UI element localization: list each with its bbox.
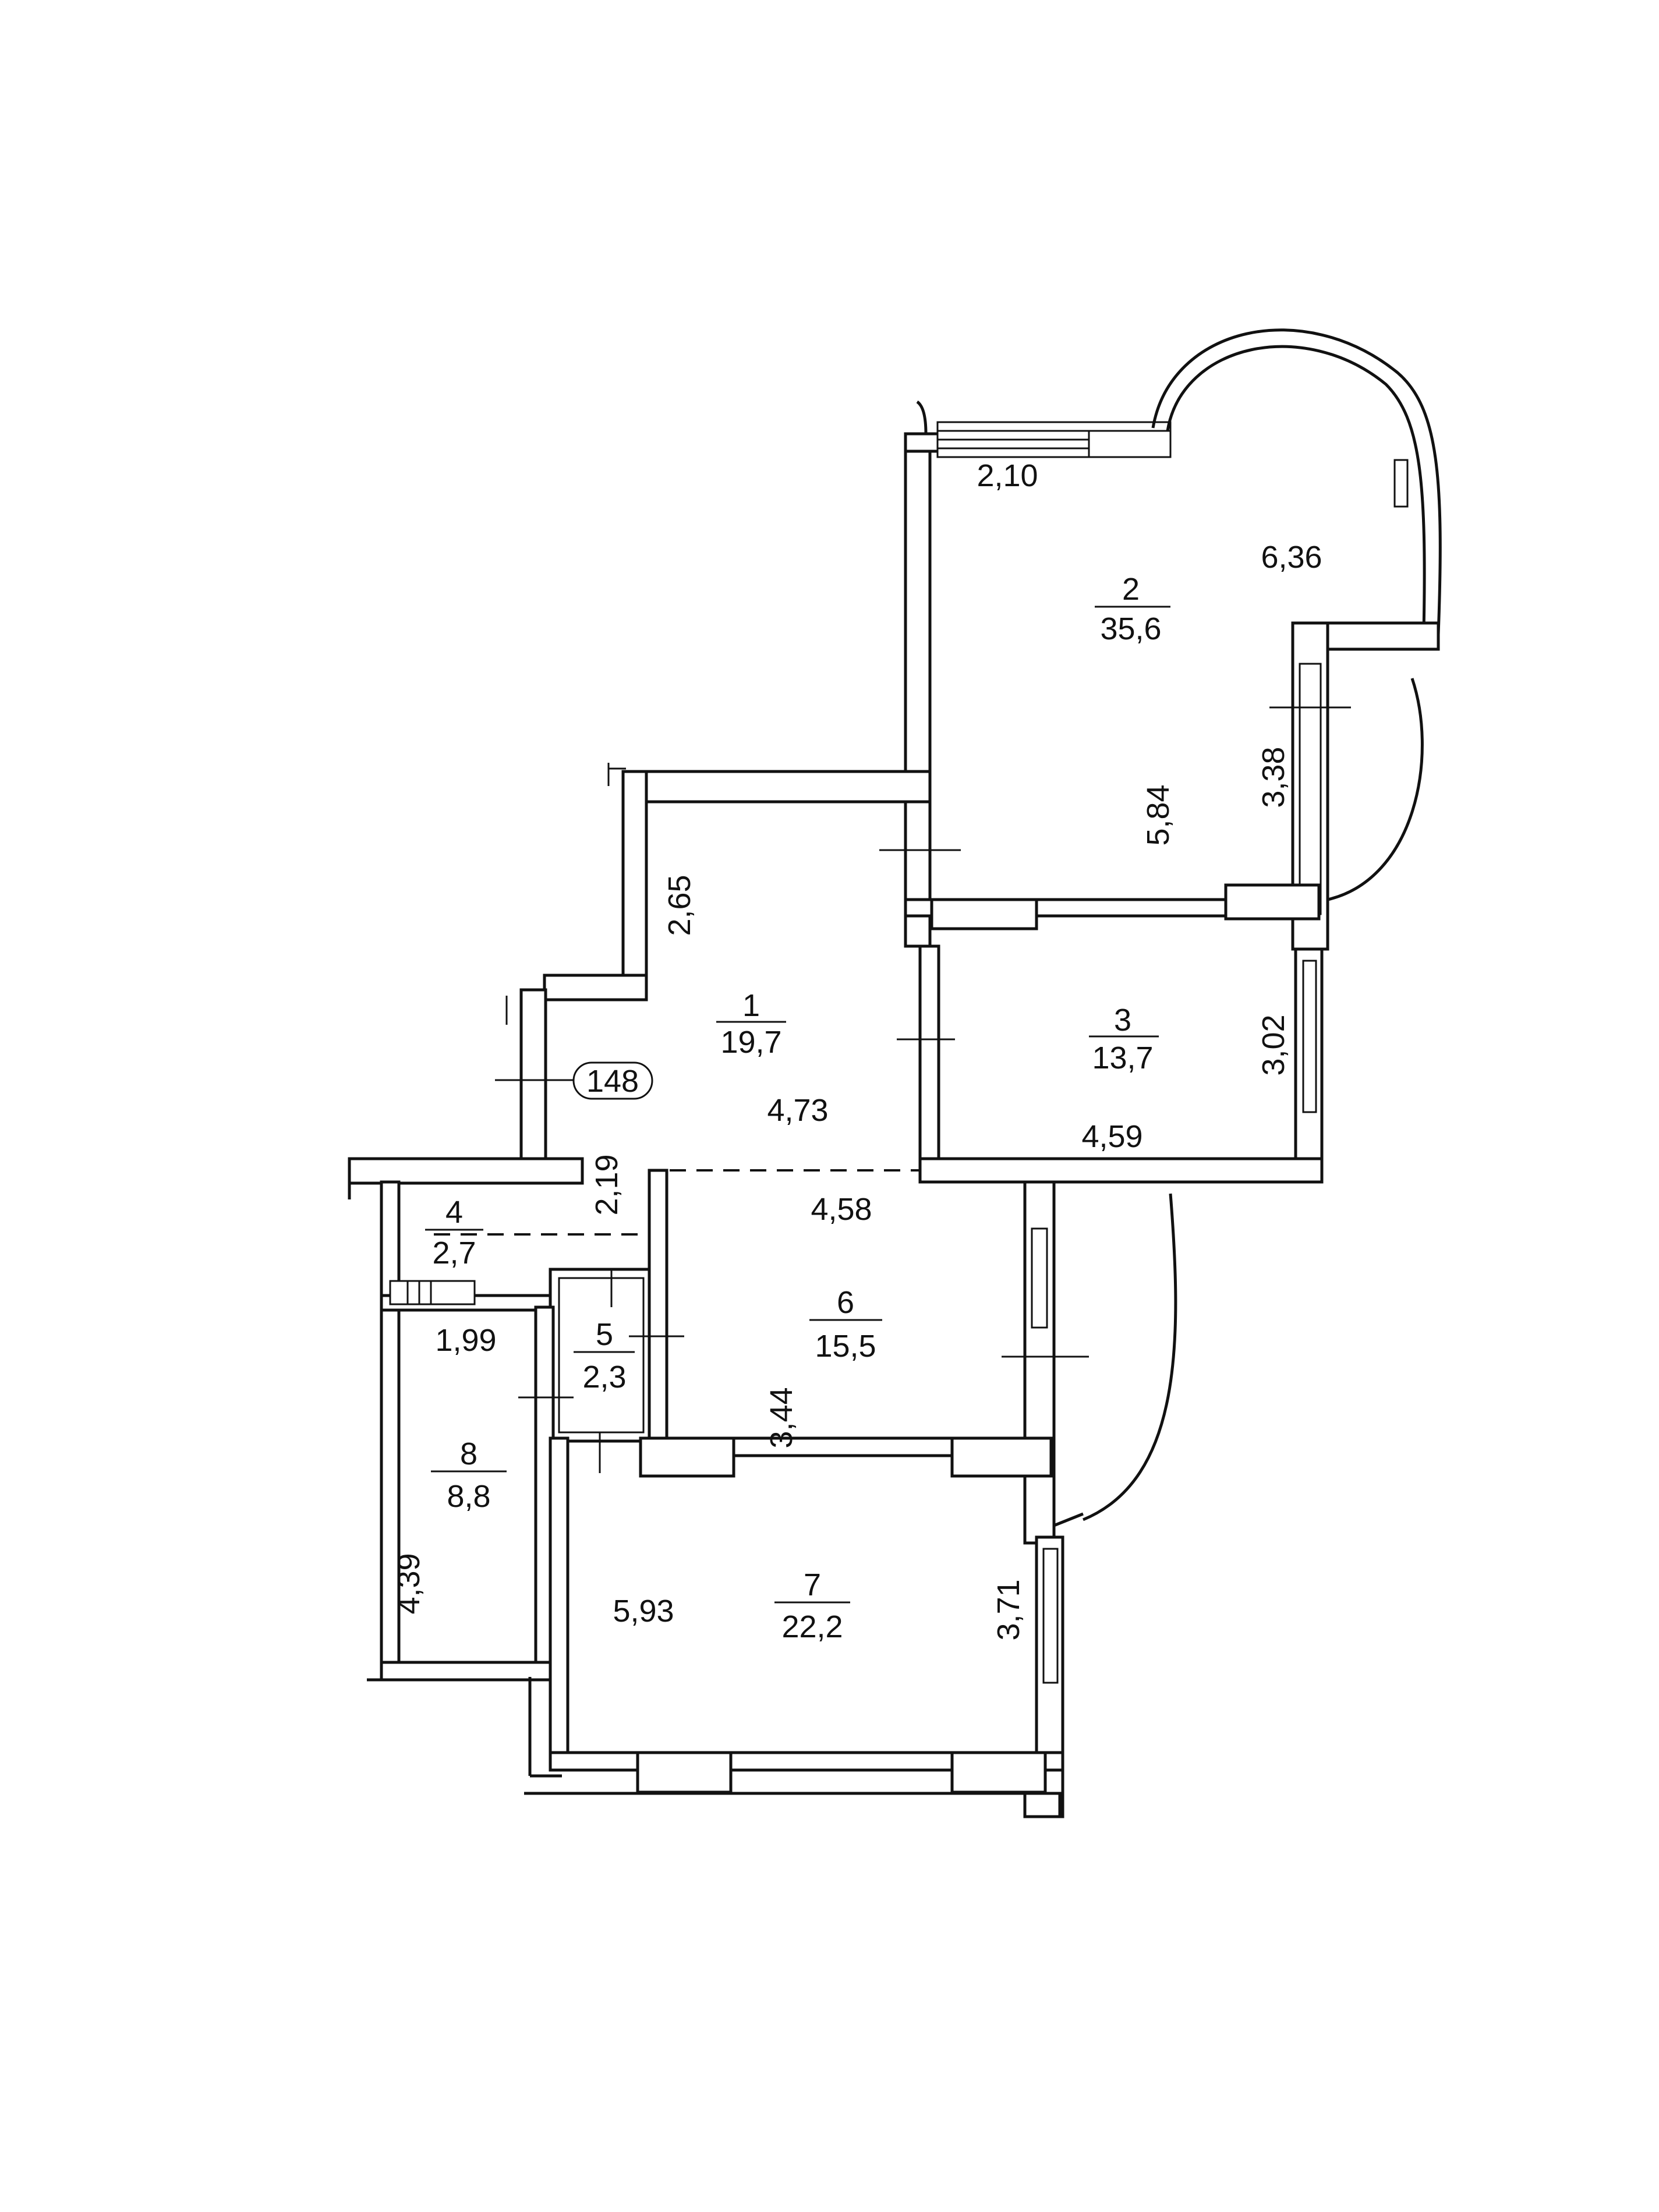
wall-room1-left (519, 988, 547, 1166)
window-room3 (1302, 960, 1317, 1113)
dim-5-84: 5,84 (1141, 784, 1176, 845)
svg-text:15,5: 15,5 (815, 1329, 876, 1364)
svg-text:13,7: 13,7 (1092, 1040, 1153, 1075)
wall-corridor-right (648, 1169, 668, 1449)
room5-box (549, 1268, 654, 1443)
dim-2-10: 2,10 (977, 458, 1038, 493)
svg-text:8,8: 8,8 (447, 1479, 490, 1514)
svg-text:2,3: 2,3 (582, 1360, 626, 1395)
dim-3-38: 3,38 (1256, 746, 1291, 808)
room-label-3: 3 13,7 (1089, 1003, 1159, 1075)
bay-window-outer (1151, 328, 1442, 635)
svg-text:8: 8 (460, 1436, 477, 1471)
vent-fixture (389, 1280, 476, 1305)
svg-text:4: 4 (445, 1195, 463, 1230)
window-room2-right (1299, 663, 1322, 915)
dim-4-39: 4,39 (391, 1553, 426, 1614)
bay-window-inner (1166, 345, 1426, 632)
svg-text:2: 2 (1122, 572, 1140, 607)
wall-room3-bottom (918, 1157, 1324, 1184)
wall-room1-top-left (621, 770, 648, 977)
dim-4-59: 4,59 (1081, 1119, 1142, 1154)
wall-room2-right-step (1326, 621, 1440, 651)
wall-room2-room3-rblock (1224, 883, 1321, 921)
dim-4-73: 4,73 (767, 1093, 828, 1128)
wall-room7-bottom-rblock (950, 1751, 1047, 1794)
dim-2-65: 2,65 (662, 875, 697, 936)
apartment-number-badge (572, 1061, 653, 1100)
dim-6-36: 6,36 (1261, 540, 1322, 575)
room-label-6: 6 15,5 (809, 1285, 882, 1364)
svg-text:19,7: 19,7 (720, 1025, 781, 1060)
wall-room2-top-stub (904, 432, 942, 453)
door-swing-room2 (1327, 678, 1424, 901)
svg-text:1: 1 (742, 988, 760, 1023)
svg-text:35,6: 35,6 (1100, 611, 1161, 646)
room-label-5: 5 2,3 (574, 1317, 635, 1395)
wall-room2-left (904, 432, 932, 948)
bay-window-frame (1393, 459, 1409, 508)
svg-text:6: 6 (837, 1285, 854, 1320)
wall-room1-left-step (543, 974, 648, 1001)
svg-text:2,7: 2,7 (432, 1236, 476, 1270)
room-label-7: 7 22,2 (774, 1567, 850, 1644)
door-ticks (495, 706, 1351, 1527)
dim-3-44: 3,44 (764, 1387, 799, 1448)
dim-5-93: 5,93 (613, 1594, 674, 1629)
wall-room1-room3 (918, 944, 940, 1163)
dim-3-02: 3,02 (1256, 1014, 1291, 1075)
room-label-1: 1 19,7 (716, 988, 786, 1060)
dim-1-99: 1,99 (435, 1323, 496, 1358)
wall-room7-bottom-lblock (636, 1751, 733, 1794)
door-swing-room6 (1083, 1193, 1177, 1521)
svg-text:3: 3 (1114, 1003, 1131, 1038)
wall-room1-top (621, 770, 932, 804)
window-room7 (1042, 1548, 1059, 1684)
svg-text:22,2: 22,2 (781, 1609, 843, 1644)
wall-room2-room3-block (930, 898, 1038, 930)
wall-room6-room7-lblock (639, 1436, 735, 1478)
room-label-4: 4 2,7 (425, 1195, 483, 1270)
dim-2-19: 2,19 (589, 1154, 624, 1215)
wall-room6-room7-rblock (950, 1436, 1053, 1478)
room-label-8: 8 8,8 (431, 1436, 507, 1514)
window-room6 (1031, 1227, 1048, 1329)
wall-room8-bottom (380, 1661, 555, 1682)
apartment-number: 148 (586, 1064, 639, 1099)
dim-4-58: 4,58 (811, 1192, 872, 1227)
wall-room4-top (348, 1157, 584, 1185)
room-label-2: 2 35,6 (1095, 572, 1170, 646)
balcony-rail (916, 400, 1172, 458)
svg-text:5: 5 (596, 1317, 613, 1352)
svg-text:7: 7 (804, 1567, 821, 1602)
wall-room7-left (549, 1436, 569, 1766)
dim-3-71: 3,71 (991, 1579, 1026, 1640)
